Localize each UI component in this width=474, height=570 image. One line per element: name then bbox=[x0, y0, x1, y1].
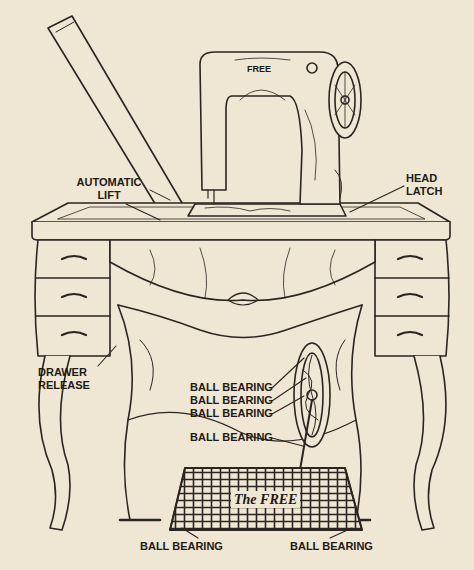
part-label: AUTOMATIC LIFT bbox=[72, 176, 146, 202]
part-label: BALL BEARING bbox=[190, 381, 273, 394]
cabinet-top bbox=[32, 203, 450, 222]
brand-mark: FREE bbox=[244, 63, 274, 75]
left-drawers bbox=[35, 240, 110, 356]
machine-bed bbox=[188, 204, 346, 216]
part-label: HEAD LATCH bbox=[406, 172, 466, 198]
part-label: BALL BEARING bbox=[190, 394, 273, 407]
part-label: BALL BEARING bbox=[190, 431, 273, 444]
part-label: BALL BEARING bbox=[190, 407, 273, 420]
handwheel bbox=[329, 62, 361, 138]
treadle bbox=[170, 468, 362, 530]
part-label: BALL BEARING bbox=[290, 540, 373, 553]
cabinet-skirt bbox=[110, 240, 375, 301]
lid bbox=[48, 16, 185, 220]
machine-head bbox=[200, 52, 340, 204]
part-label: BALL BEARING bbox=[140, 540, 223, 553]
right-drawers bbox=[375, 240, 449, 356]
brand-mark: The FREE bbox=[231, 491, 300, 508]
right-leg bbox=[414, 356, 446, 530]
leader-lines bbox=[98, 186, 404, 538]
part-label: DRAWER RELEASE bbox=[38, 366, 110, 392]
